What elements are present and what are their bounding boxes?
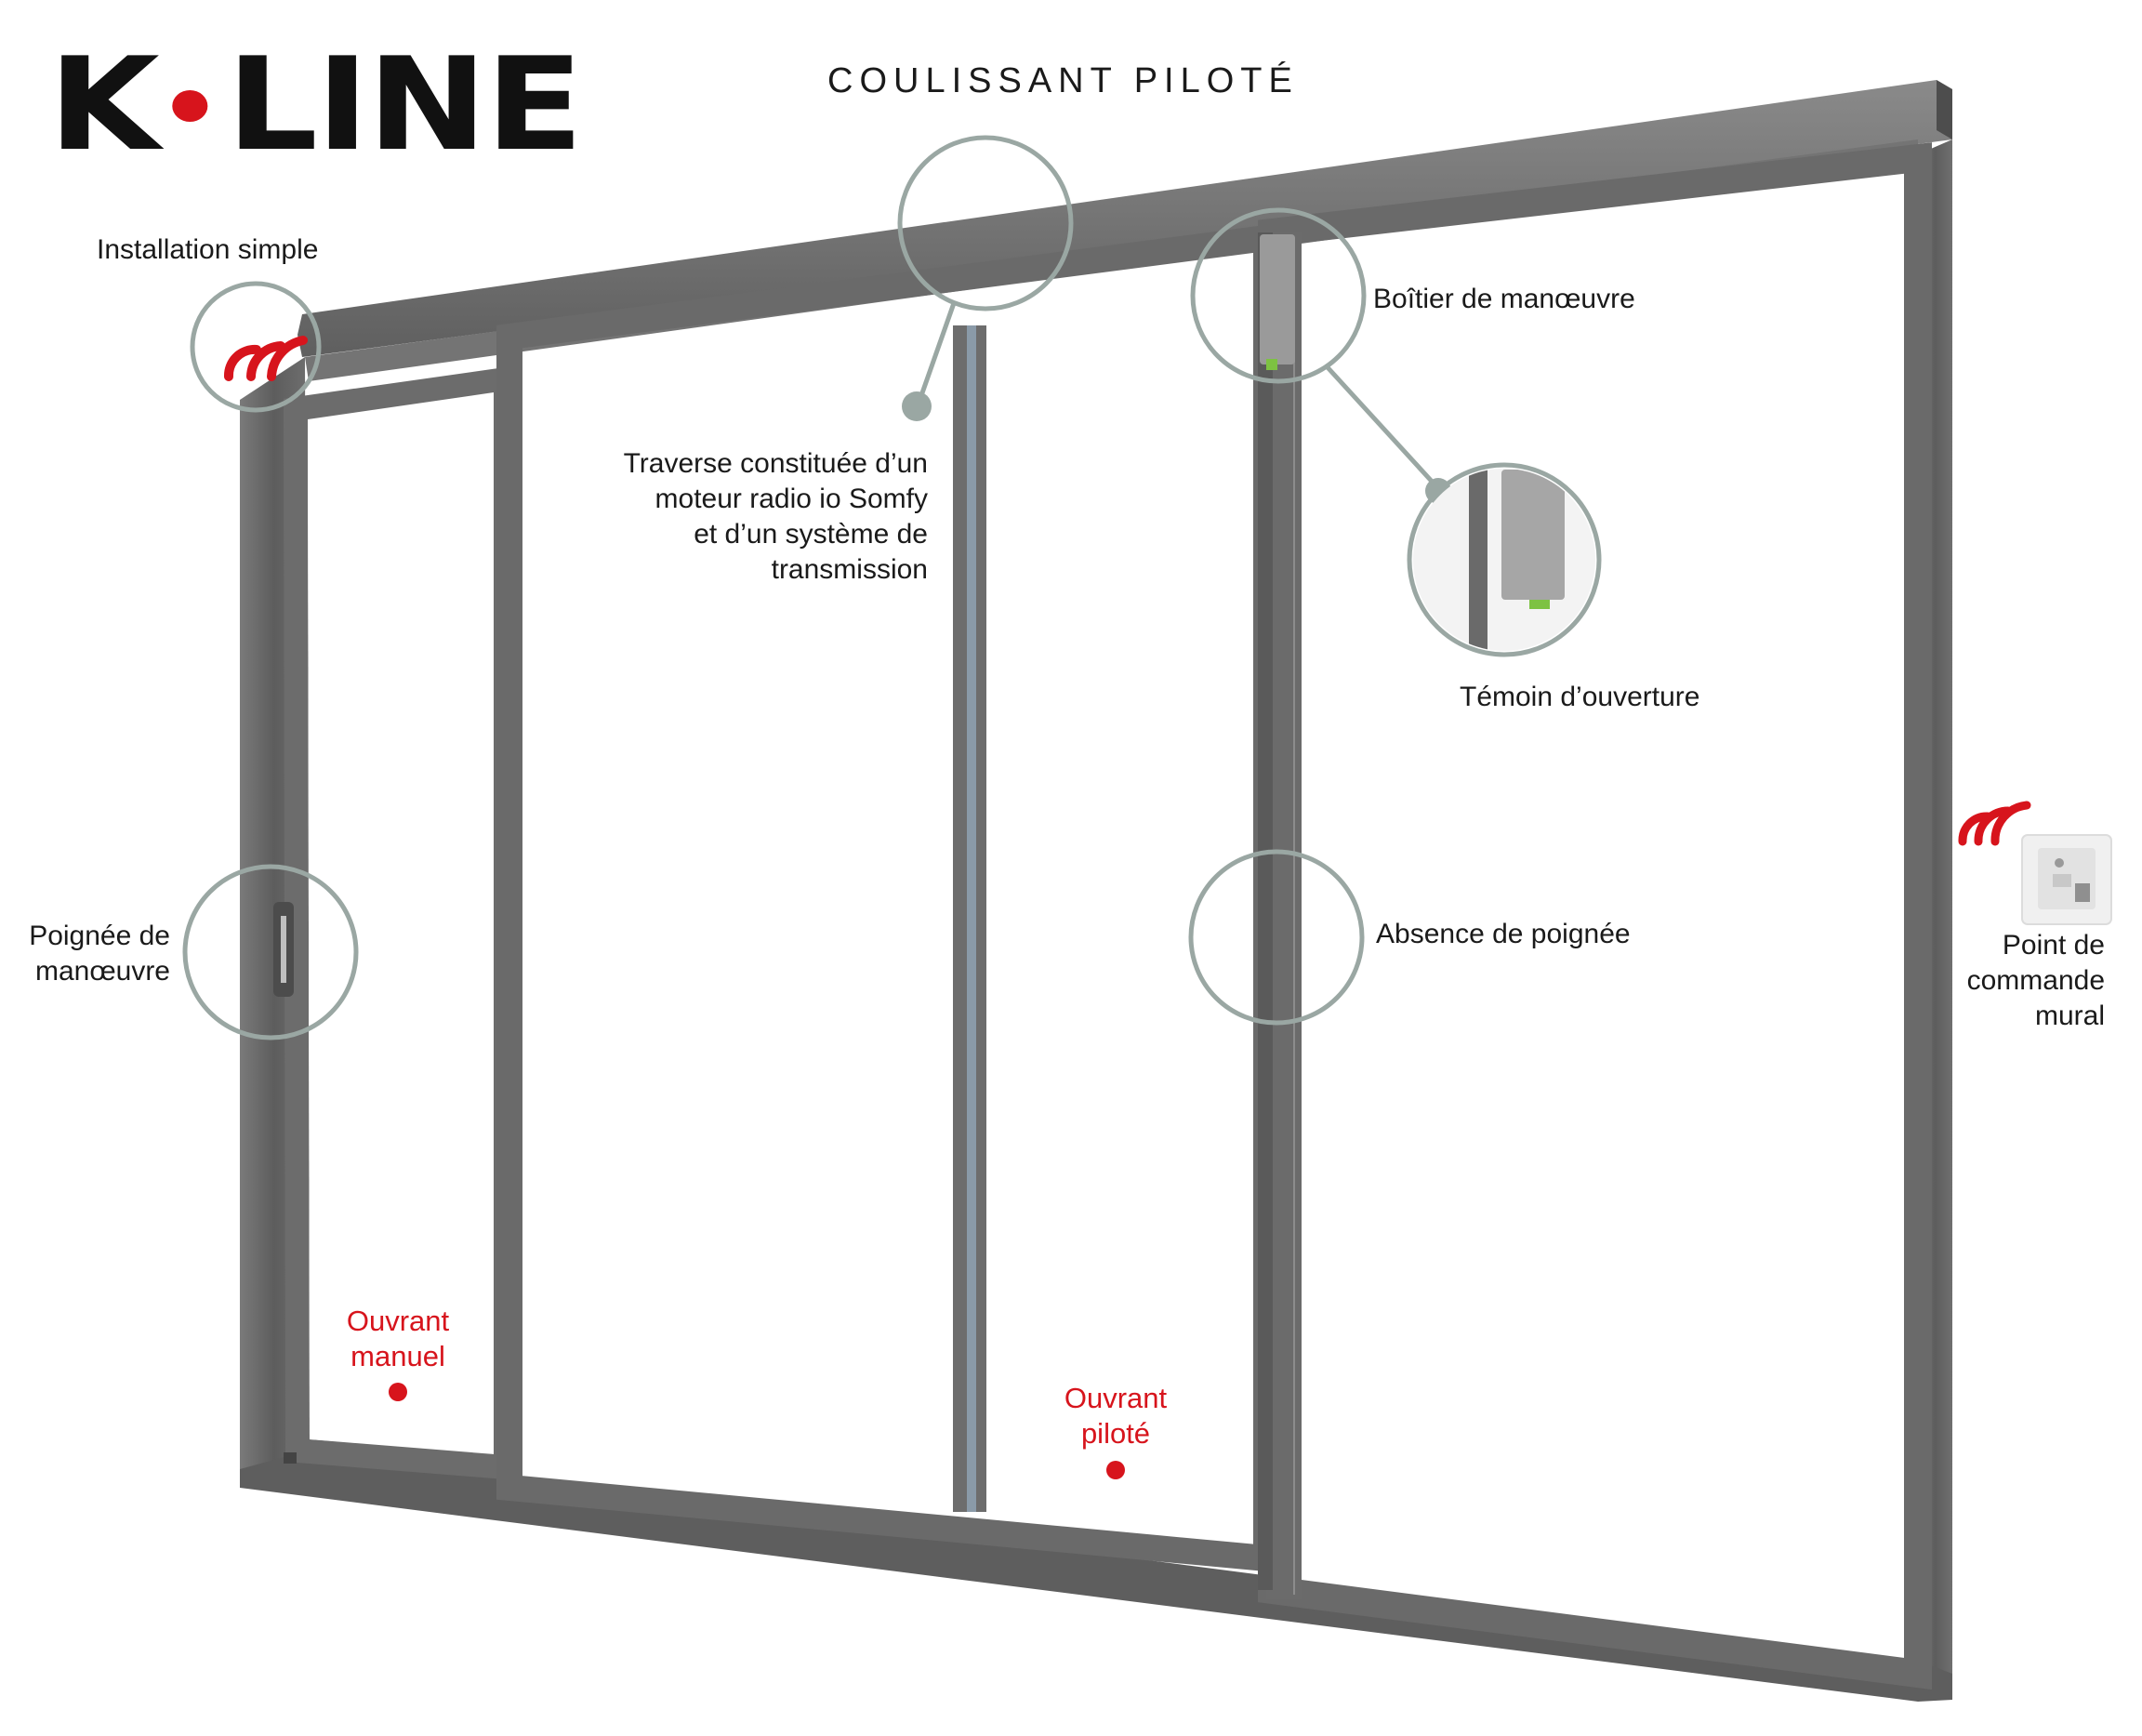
label-ouvrant-pilote: Ouvrant piloté [1064,1382,1168,1450]
callout-circle-poignee [182,864,359,1040]
marker-dot-manual [389,1383,407,1401]
label-installation: Installation simple [97,234,319,265]
callout-circle-boitier [1190,207,1367,384]
label-absence: Absence de poignée [1376,919,1631,949]
label-poignee: Poignée de manœuvre [29,921,170,987]
label-traverse: Traverse constituée d’un moteur radio io… [623,448,928,585]
wall-switch-icon [2021,834,2112,925]
wireless-signal-icon [224,336,308,381]
label-temoin: Témoin d’ouverture [1460,682,1700,712]
callout-circle-traverse [897,135,1074,311]
leader-temoin [1324,364,1437,487]
marker-dot-piloted [1106,1461,1125,1479]
panel-manual-glass [308,392,494,1452]
wireless-signal-icon-wall [1958,801,2031,846]
latch [284,1452,297,1464]
meeting-stile [1258,232,1273,1590]
callout-circle-installation [190,281,322,413]
callout-circle-temoin [1407,462,1602,657]
callout-circle-absence [1188,849,1365,1026]
head-rail [298,80,1952,357]
motor-box [1260,234,1295,364]
panel-middle-frame [496,223,1279,1573]
logo-dot-icon [172,90,208,123]
head-rail-end [1937,80,1952,139]
temoin-detail [1413,469,1595,651]
page-title: COULISSANT PILOTÉ [827,61,1299,100]
leader-dot-traverse [902,391,932,421]
label-commande: Point de commande mural [1966,930,2105,1031]
label-ouvrant-manuel: Ouvrant manuel [346,1305,450,1372]
handle-icon [273,902,294,997]
leader-traverse [916,302,957,404]
panel-piloted-frame [1258,142,1932,1690]
label-boitier: Boîtier de manœuvre [1373,284,1635,314]
